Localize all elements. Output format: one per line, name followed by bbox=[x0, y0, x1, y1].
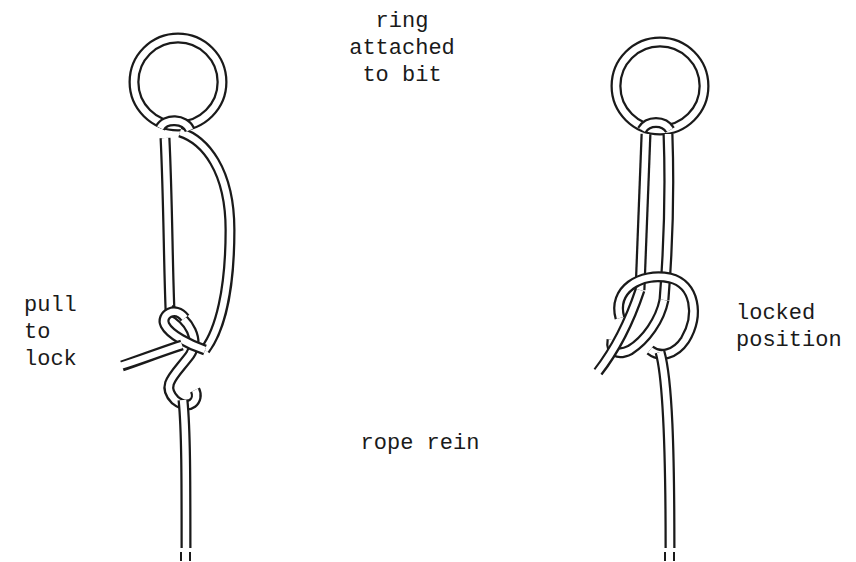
ring-left bbox=[134, 38, 222, 126]
ring-right bbox=[616, 42, 704, 130]
rope-left bbox=[120, 121, 230, 561]
rein-label: rope rein bbox=[300, 430, 540, 457]
rope-right bbox=[597, 123, 693, 562]
pull-label: pull to lock bbox=[24, 292, 90, 373]
locked-label: locked position bbox=[736, 300, 850, 354]
ring-label: ring attached to bit bbox=[340, 8, 464, 89]
